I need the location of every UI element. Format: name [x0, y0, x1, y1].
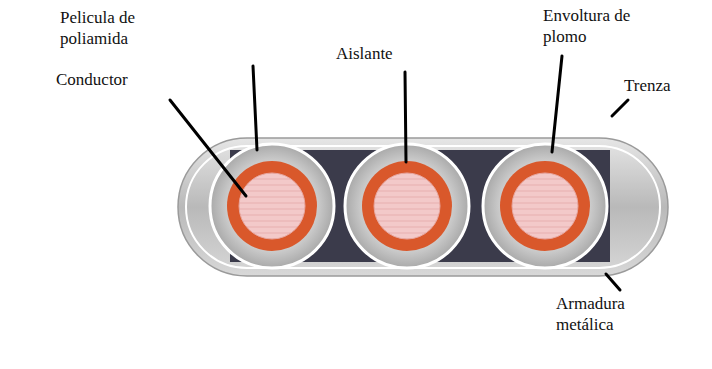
leader-line: [612, 100, 628, 116]
core: [210, 144, 334, 268]
leader-line: [170, 100, 246, 196]
leader-line: [606, 274, 620, 290]
leader-line: [405, 72, 406, 162]
part-label: Conductor: [56, 70, 166, 91]
part-label: Trenza: [624, 76, 704, 97]
core: [483, 144, 607, 268]
leader-line: [253, 66, 257, 150]
leader-line: [552, 56, 562, 152]
part-label: Armadura metálica: [556, 294, 648, 335]
metal-armour: [178, 138, 668, 276]
part-label: Aislante: [336, 44, 446, 65]
part-label: Pelicula de poliamida: [60, 8, 160, 49]
part-label: Envoltura de plomo: [543, 6, 653, 47]
leader-lines: [170, 56, 628, 290]
